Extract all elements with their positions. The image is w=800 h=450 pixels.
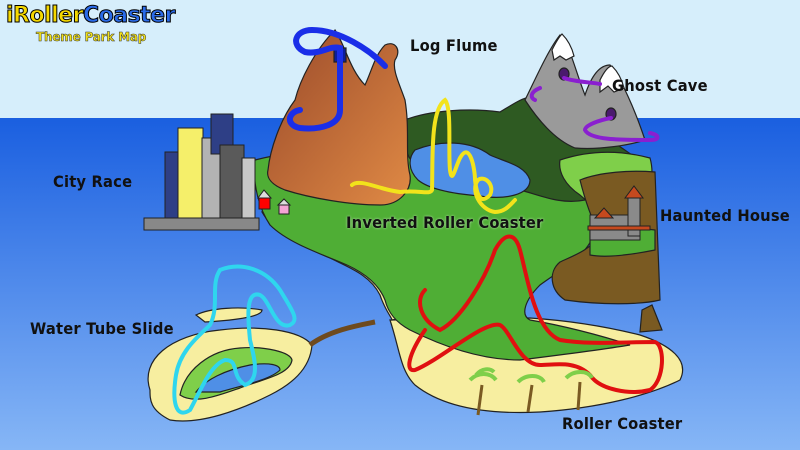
- red-house: [257, 189, 292, 215]
- logo-subtitle: Theme Park Map: [36, 30, 147, 45]
- iroller-coaster-logo[interactable]: iRollerCoaster Theme Park Map: [5, 3, 176, 45]
- label-haunted-house[interactable]: Haunted House: [660, 206, 790, 225]
- roller-coaster-track: [407, 234, 664, 394]
- label-water-tube-slide[interactable]: Water Tube Slide: [30, 319, 174, 338]
- label-ghost-cave[interactable]: Ghost Cave: [612, 76, 708, 95]
- label-roller-coaster[interactable]: Roller Coaster: [562, 414, 683, 433]
- palm-trees: [468, 367, 594, 416]
- water-slide-track: [172, 264, 297, 415]
- ghost-cave-track: [529, 76, 660, 143]
- logo-title-coaster: Coaster: [82, 3, 176, 28]
- label-city-race[interactable]: City Race: [53, 172, 133, 191]
- label-inverted-roller-coaster[interactable]: Inverted Roller Coaster: [346, 213, 544, 232]
- haunted-house-castle: [587, 185, 651, 241]
- inverted-coaster-track: [350, 97, 517, 215]
- log-flume-track: [286, 26, 388, 132]
- city-race-skyline: [143, 113, 260, 231]
- label-log-flume[interactable]: Log Flume: [410, 36, 498, 55]
- logo-title-prefix: i: [5, 3, 14, 28]
- logo-title: iRollerCoaster: [5, 3, 176, 28]
- ghost-cave-mountains: [524, 33, 646, 150]
- logo-title-roller: Roller: [13, 3, 84, 28]
